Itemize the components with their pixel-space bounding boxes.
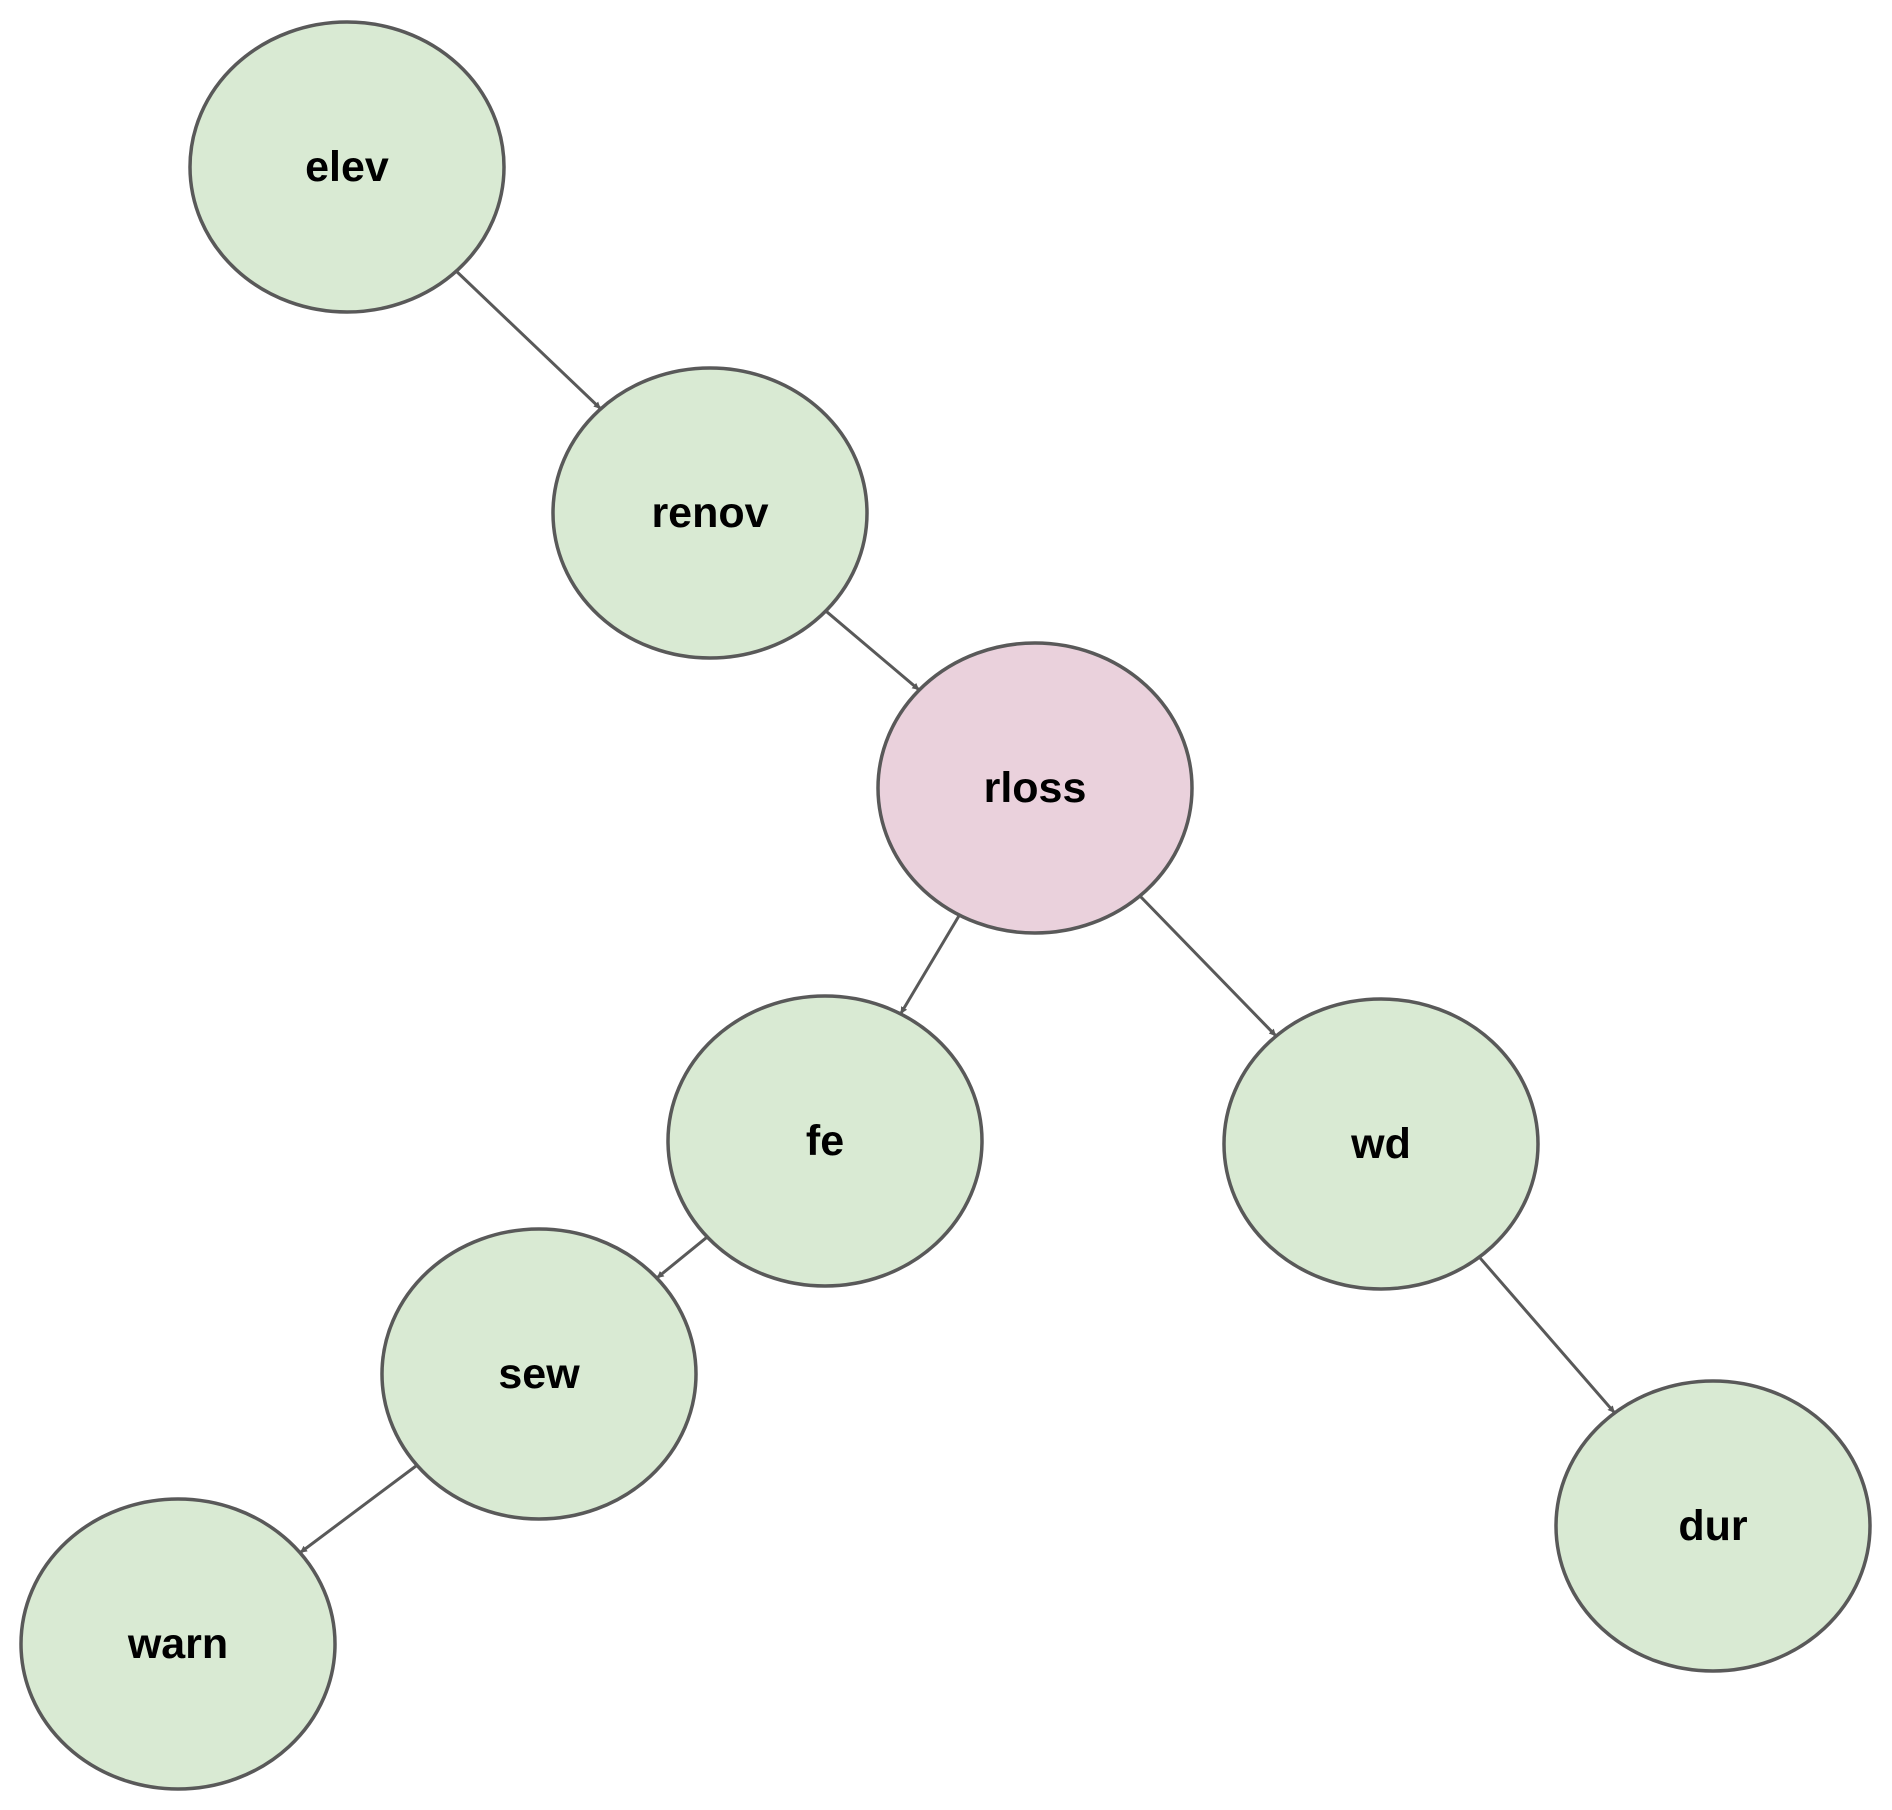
node-rloss-label: rloss [984, 764, 1087, 812]
node-dur-label: dur [1678, 1502, 1748, 1550]
node-sew-shape [380, 1227, 698, 1521]
edge-wd-to-dur [1478, 1256, 1616, 1414]
edge-sew-to-warn [299, 1464, 418, 1554]
node-warn-label: warn [127, 1620, 228, 1668]
node-fe: fe [666, 994, 984, 1288]
node-sew: sew [380, 1227, 698, 1521]
node-elev-label: elev [305, 143, 389, 191]
nodes-layer: elev renov rloss fe wd sew warn dur [19, 20, 1872, 1791]
edge-rloss-to-wd [1138, 894, 1278, 1038]
node-elev-shape [188, 20, 506, 314]
node-wd-shape [1222, 997, 1540, 1291]
node-dur-shape [1554, 1379, 1872, 1673]
edges-layer [299, 270, 1616, 1554]
node-renov: renov [551, 366, 869, 660]
node-fe-shape [666, 994, 984, 1288]
node-sew-label: sew [498, 1350, 580, 1398]
node-wd: wd [1222, 997, 1540, 1291]
edge-fe-to-sew [655, 1235, 709, 1280]
node-dur: dur [1554, 1379, 1872, 1673]
edge-renov-to-rloss [824, 609, 921, 692]
node-fe-label: fe [806, 1117, 844, 1165]
node-rloss: rloss [876, 641, 1194, 935]
node-warn: warn [19, 1497, 337, 1791]
node-elev: elev [188, 20, 506, 314]
node-warn-shape [19, 1497, 337, 1791]
edge-elev-to-renov [455, 270, 602, 410]
node-renov-label: renov [651, 489, 768, 537]
edge-rloss-to-fe [899, 914, 961, 1015]
node-wd-label: wd [1350, 1120, 1411, 1168]
node-renov-shape [551, 366, 869, 660]
node-rloss-shape [876, 641, 1194, 935]
